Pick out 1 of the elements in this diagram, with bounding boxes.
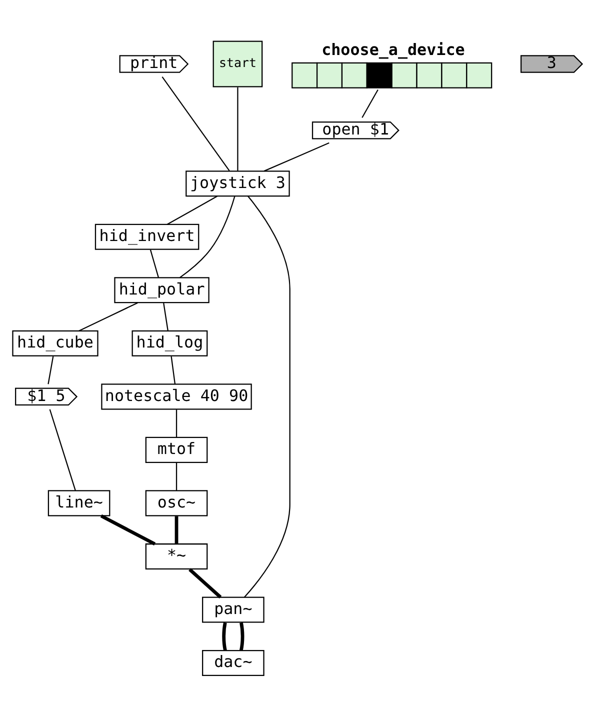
node-label: choose_a_device (322, 40, 465, 59)
